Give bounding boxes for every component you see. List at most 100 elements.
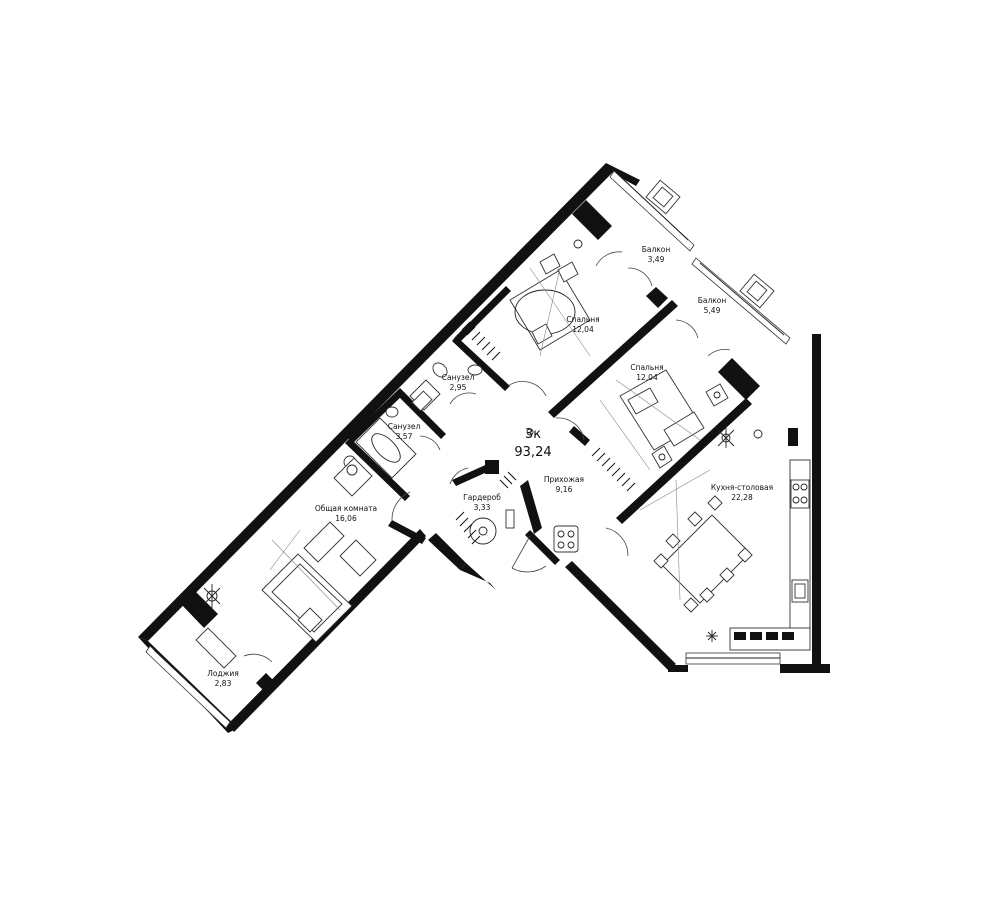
nightstand-icon [663,411,705,447]
bathtub-icon [355,417,417,479]
room-area-balcony-1: 3,49 [648,255,665,264]
sink-icon [467,364,483,376]
wall-northwest [138,163,614,641]
bedroom1-furniture [509,239,591,357]
wall-bed2-kitchen [616,398,752,524]
ottoman-icon [469,517,497,545]
apartment-area: 93,24 [514,445,551,460]
room-name-bathroom-2: Санузел [388,422,421,431]
room-area-balcony-2: 5,49 [704,306,721,315]
living-room-furniture [203,457,377,643]
room-name-wardrobe: Гардероб [463,493,501,502]
cabinet-block [750,632,762,640]
wall-bath2-bottom [345,438,410,501]
loggia-furniture [195,627,237,669]
door-wardrobe [449,467,469,485]
door-entry [511,565,547,573]
column-bedroom1 [572,200,612,240]
room-name-kitchen: Кухня-столовая [711,483,773,492]
wall-bed2-hall [569,426,590,446]
wall-living-hall [388,520,426,544]
door-living [391,491,411,521]
cabinet-block [734,632,746,640]
plant-icon [717,428,735,448]
window-balcony2 [691,257,791,345]
column-loggia [180,590,218,628]
door-balcony1 [595,251,623,267]
ac-unit-icon [705,383,729,407]
door-bathroom2 [419,435,441,451]
coffee-table-icon [297,607,323,633]
window-balcony1 [609,170,695,252]
bench-icon [195,627,237,669]
windows [145,170,791,729]
door-loggia [243,653,273,663]
wall-entry [525,530,560,565]
bathroom1-fixtures [409,362,483,412]
room-name-bedroom-1: Спальня [566,315,599,324]
wardrobe-fixtures [469,509,515,545]
bin-icon [753,429,763,439]
column-loggia-bottom [256,673,276,693]
apartment-type: 3к [525,427,541,442]
wall-wardrobe-outer [428,533,466,570]
bedroom2-furniture [599,369,729,471]
wall-bath1-right [452,336,510,391]
cabinet-block [782,632,794,640]
balcony-furniture [645,179,775,309]
room-name-balcony-1: Балкон [642,245,671,254]
bed-icon [509,269,591,351]
wall-bath2-top [348,388,405,443]
nightstand-icon [539,253,561,275]
sink-icon [385,406,399,418]
cabinet-block [766,632,778,640]
wall-wardrobe-right [520,480,542,534]
wall-south [668,665,688,672]
wall-top-right-edge [606,163,640,186]
wall-wardrobe-bottom [460,563,496,590]
room-area-bedroom-1: 12,04 [572,325,594,334]
ceiling-light-icon [526,428,534,436]
room-name-bathroom-1: Санузел [442,373,475,382]
wall-south-diagonal [565,561,676,670]
door-bedroom2 [555,417,585,441]
wall-bed1-bed2 [548,300,678,418]
room-area-bathroom-1: 2,95 [450,383,467,392]
door-balcony2 [627,267,653,287]
hallway-furniture [526,428,579,553]
hatched-partitions [455,321,636,545]
room-area-wardrobe: 3,33 [474,503,491,512]
interior-walls [345,286,752,565]
room-area-kitchen: 22,28 [731,493,753,502]
toilet-icon [432,362,448,378]
column-kitchen [788,428,798,446]
door-kitchen [605,527,629,557]
room-name-bedroom-2: Спальня [630,363,663,372]
plant-icon [203,584,221,608]
stove-icon [790,479,810,509]
wall-bed1-bath [456,286,511,341]
door-bedroom1 [507,381,547,397]
doors [243,251,731,663]
room-labels: 3к 93,24 Балкон 3,49 Балкон 5,49 Спальня… [207,245,773,688]
window-kitchen [685,652,781,665]
hatch-bed1-closet [461,321,501,361]
column-balcony-junction [646,287,668,308]
room-area-loggia: 2,83 [215,679,232,688]
door-kitchen-balcony [707,349,731,357]
room-area-hallway: 9,16 [556,485,573,494]
snowflake-icon [706,630,718,642]
dining-table-icon [653,495,753,613]
wall-east [812,334,821,672]
room-name-balcony-2: Балкон [698,296,727,305]
door-bed2-balcony [675,319,699,339]
room-name-loggia: Лоджия [207,669,239,678]
hatch-wardrobe [455,471,517,545]
desk-icon [333,457,373,497]
armchair-icon [339,539,377,577]
fan-icon [651,445,673,469]
room-area-living-room: 16,06 [335,514,357,523]
wall-hall-stub [485,460,499,474]
